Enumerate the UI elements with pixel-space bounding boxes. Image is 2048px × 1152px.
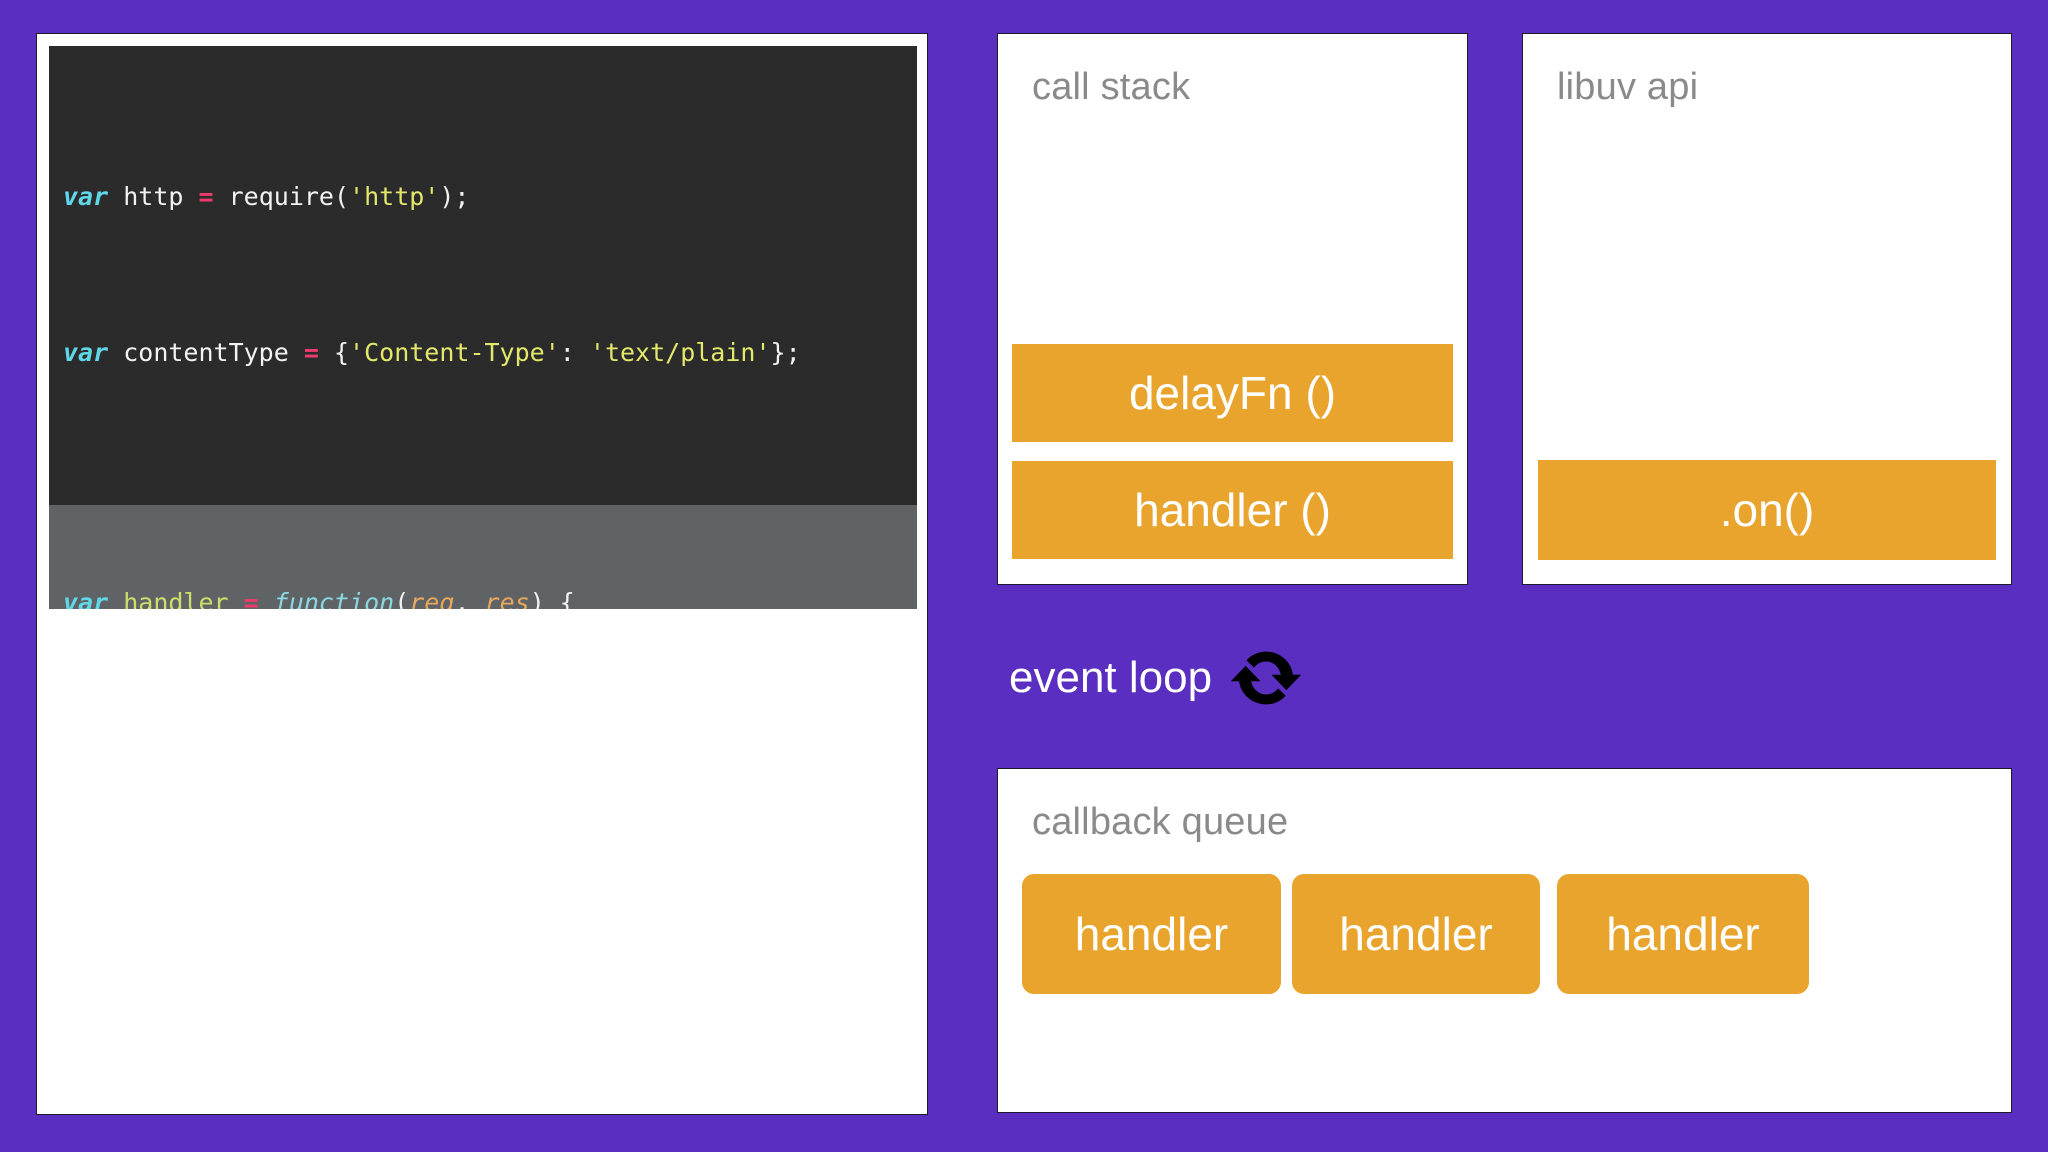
token-handler-name: handler xyxy=(123,588,229,609)
call-stack-frame-handler[interactable]: handler () xyxy=(1012,461,1453,559)
token-equals: = xyxy=(243,588,259,609)
token-equals: = xyxy=(198,182,214,211)
code-block: var http = require('http'); var contentT… xyxy=(49,46,917,609)
callback-queue-title: callback queue xyxy=(1032,801,1289,843)
token-close-semi: ); xyxy=(439,182,470,211)
callback-queue-item[interactable]: handler xyxy=(1022,874,1281,994)
token-contenttype: contentType xyxy=(123,338,289,367)
code-line-3: var handler = function(req, res) { xyxy=(49,583,917,609)
token-param-req: req xyxy=(409,588,455,609)
token-param-res: res xyxy=(484,588,530,609)
token-var: var xyxy=(63,338,109,367)
token-string-ct-value: 'text/plain' xyxy=(589,338,771,367)
token-function-keyword: function xyxy=(273,588,395,609)
libuv-frame-on[interactable]: .on() xyxy=(1538,460,1996,560)
callback-queue-item[interactable]: handler xyxy=(1292,874,1540,994)
call-stack-frame-delayfn[interactable]: delayFn () xyxy=(1012,344,1453,442)
code-line-2: var contentType = {'Content-Type': 'text… xyxy=(49,333,917,372)
token-var: var xyxy=(63,182,109,211)
token-colon: : xyxy=(559,338,575,367)
token-paren-open: ( xyxy=(394,588,410,609)
token-comma: , xyxy=(454,588,470,609)
token-string-ct-key: 'Content-Type' xyxy=(349,338,560,367)
token-paren-close-brace: ) { xyxy=(529,588,575,609)
libuv-api-title: libuv api xyxy=(1557,66,1699,108)
token-var: var xyxy=(63,588,109,609)
code-panel: var http = require('http'); var contentT… xyxy=(36,33,928,1115)
token-equals: = xyxy=(303,338,319,367)
token-http: http xyxy=(123,182,184,211)
token-brace-open: { xyxy=(333,338,350,367)
token-string-http: 'http' xyxy=(349,182,440,211)
code-line-1: var http = require('http'); xyxy=(49,177,917,216)
token-brace-close-semi: }; xyxy=(770,338,801,367)
callback-queue-item[interactable]: handler xyxy=(1557,874,1809,994)
event-loop-label: event loop xyxy=(1009,653,1213,702)
event-loop: event loop xyxy=(1009,645,1302,711)
refresh-loop-icon xyxy=(1230,645,1302,711)
call-stack-title: call stack xyxy=(1032,66,1191,108)
token-require-open: require( xyxy=(228,182,350,211)
code-function-block: var handler = function(req, res) { // a … xyxy=(49,505,917,609)
